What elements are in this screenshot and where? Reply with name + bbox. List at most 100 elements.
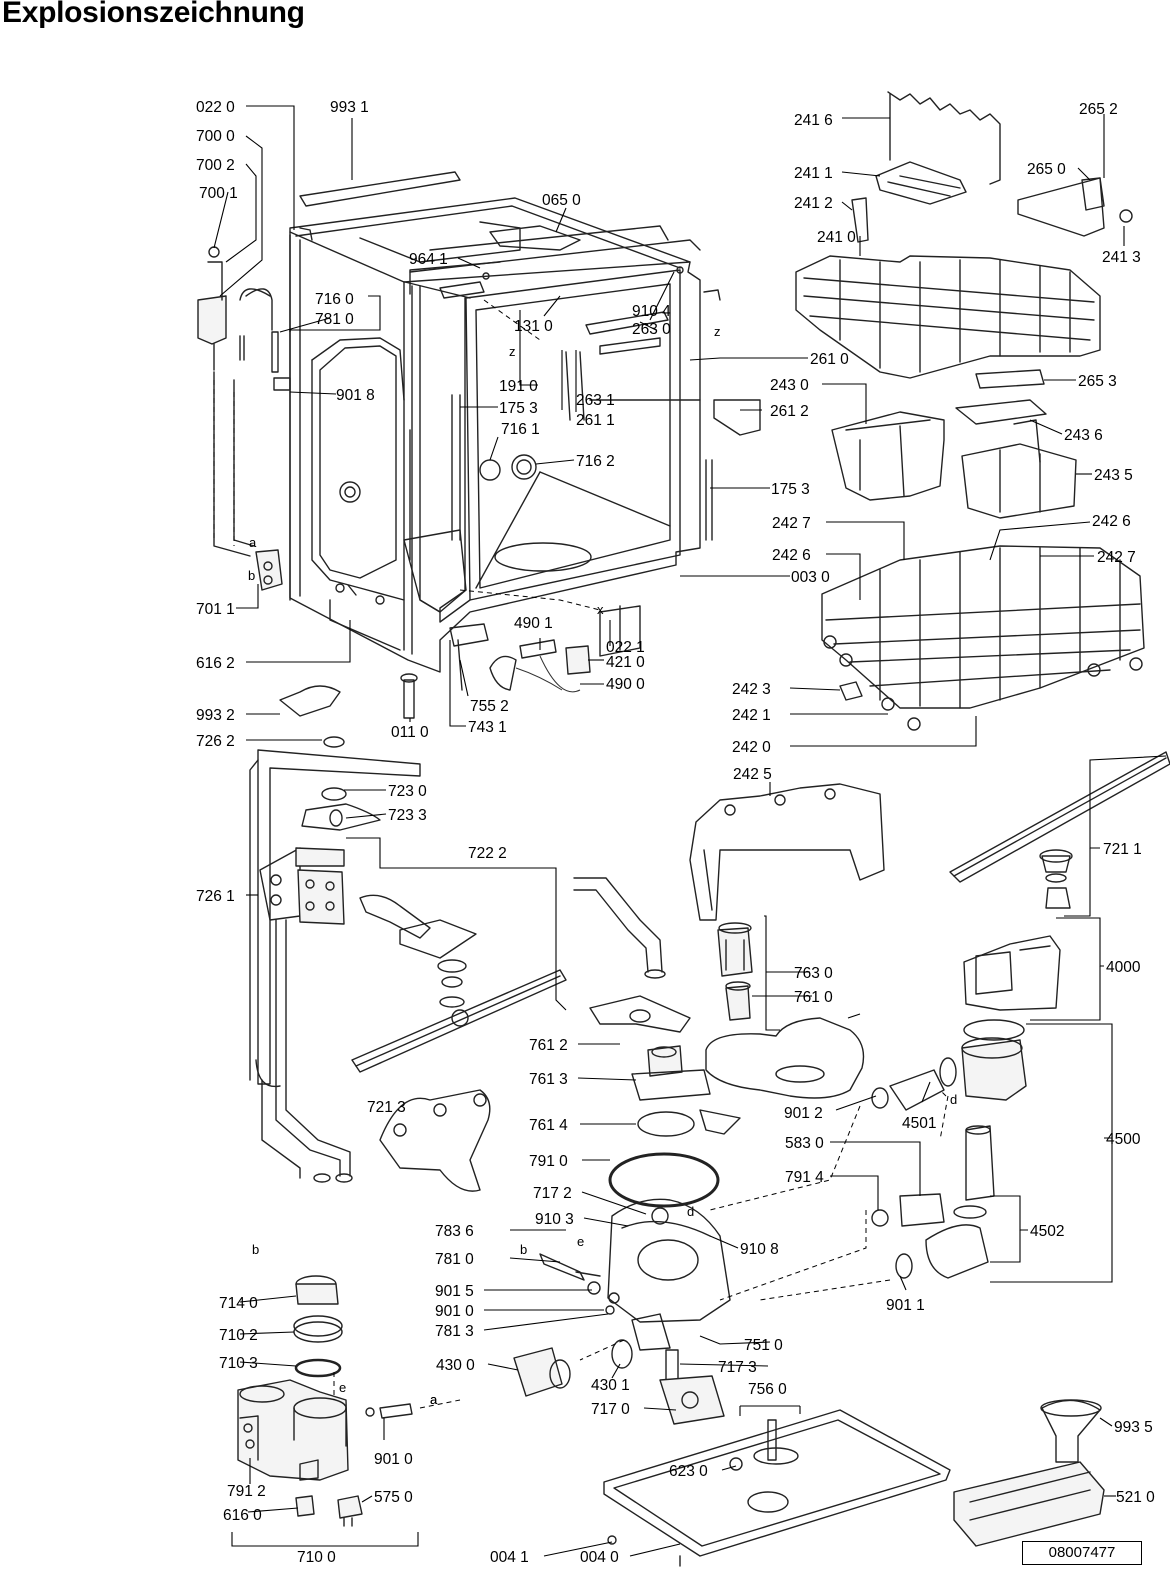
part-label-7612: 761 2: [529, 1037, 568, 1054]
part-label-4000: 4000: [1106, 959, 1141, 976]
connection-mark-d: d: [950, 1092, 957, 1107]
part-label-7912: 791 2: [227, 1483, 266, 1500]
part-label-7630: 763 0: [794, 965, 833, 982]
part-label-4900: 490 0: [606, 676, 645, 693]
part-label-6230: 623 0: [669, 1463, 708, 1480]
leader-lines: [213, 105, 1167, 1557]
part-label-2423: 242 3: [732, 681, 771, 698]
part-label-2650: 265 0: [1027, 161, 1066, 178]
part-label-7810: 781 0: [435, 1251, 474, 1268]
part-label-7162: 716 2: [576, 453, 615, 470]
part-label-2410: 241 0: [817, 229, 856, 246]
part-label-7002: 700 2: [196, 157, 235, 174]
part-label-9012: 901 2: [784, 1105, 823, 1122]
part-label-7211: 721 1: [1103, 841, 1142, 858]
part-label-7140: 714 0: [219, 1295, 258, 1312]
part-label-7011: 701 1: [196, 601, 235, 618]
part-label-7560: 756 0: [748, 1381, 787, 1398]
drawing-number: 08007477: [1022, 1541, 1142, 1565]
part-label-4502: 4502: [1030, 1223, 1064, 1240]
spray-arm-right: [949, 751, 1170, 909]
part-label-4500: 4500: [1106, 1131, 1141, 1148]
part-label-2416: 241 6: [794, 112, 833, 129]
part-label-7222: 722 2: [468, 845, 507, 862]
part-label-7614: 761 4: [529, 1117, 568, 1134]
part-label-7910: 791 0: [529, 1153, 568, 1170]
part-label-2436: 243 6: [1064, 427, 1103, 444]
part-label-0041: 004 1: [490, 1549, 529, 1566]
part-label-7160: 716 0: [315, 291, 354, 308]
part-label-9018: 901 8: [336, 387, 375, 404]
part-label-4501: 4501: [902, 1115, 936, 1132]
part-label-1910: 191 0: [499, 378, 538, 395]
part-label-2427: 242 7: [1097, 549, 1136, 566]
part-label-2610: 261 0: [810, 351, 849, 368]
part-label-7230: 723 0: [388, 783, 427, 800]
part-label-9935: 993 5: [1114, 1419, 1153, 1436]
part-label-2430: 243 0: [770, 377, 809, 394]
part-label-7173: 717 3: [718, 1359, 757, 1376]
part-label-7001: 700 1: [199, 185, 238, 202]
connection-mark-a: a: [430, 1392, 438, 1407]
part-label-0030: 003 0: [791, 569, 830, 586]
part-label-7552: 755 2: [470, 698, 509, 715]
part-label-7100: 710 0: [297, 1549, 336, 1566]
small-parts-middle: [279, 623, 591, 748]
part-label-2631: 263 1: [576, 392, 615, 409]
part-label-9931: 993 1: [330, 99, 369, 116]
part-label-7810: 781 0: [315, 311, 354, 328]
part-label-5750: 575 0: [374, 1489, 413, 1506]
upper-basket-parts: [795, 91, 1133, 519]
part-label-0110: 011 0: [391, 724, 429, 741]
part-label-5210: 521 0: [1116, 1489, 1155, 1506]
part-label-2425: 242 5: [733, 766, 772, 783]
part-label-6160: 616 0: [223, 1507, 262, 1524]
rack-rail: [689, 783, 885, 921]
part-label-6162: 616 2: [196, 655, 235, 672]
part-label-4210: 421 0: [606, 654, 645, 671]
spray-arm-center: [573, 877, 741, 1137]
part-label-2421: 242 1: [732, 707, 771, 724]
base-plate: [603, 1409, 951, 1567]
part-label-1753: 175 3: [771, 481, 810, 498]
part-label-0040: 004 0: [580, 1549, 619, 1566]
part-label-4301: 430 1: [591, 1377, 630, 1394]
connection-mark-a: a: [430, 1392, 438, 1407]
spray-arm-left: [249, 749, 567, 1192]
part-label-0650: 065 0: [542, 192, 581, 209]
filter-sump: [705, 922, 1061, 1279]
part-label-7161: 716 1: [501, 421, 540, 438]
part-label-7000: 700 0: [196, 128, 235, 145]
part-label-7431: 743 1: [468, 719, 507, 736]
connection-mark-a: a: [249, 535, 257, 550]
part-label-7262: 726 2: [196, 733, 235, 750]
part-label-2611: 261 1: [576, 412, 615, 429]
connection-lines: [213, 299, 949, 1409]
part-label-9011: 901 1: [886, 1297, 925, 1314]
part-label-2412: 241 2: [794, 195, 833, 212]
part-label-7103: 710 3: [219, 1355, 258, 1372]
part-label-9010: 901 0: [374, 1451, 413, 1468]
part-label-2630: 263 0: [632, 321, 671, 338]
part-label-9104: 910 4: [632, 303, 671, 320]
part-label-2413: 241 3: [1102, 249, 1141, 266]
connection-mark-z: z: [714, 324, 721, 339]
part-label-4300: 430 0: [436, 1357, 475, 1374]
part-label-7233: 723 3: [388, 807, 427, 824]
connection-mark-b: b: [248, 568, 255, 583]
connection-mark-d: d: [687, 1204, 694, 1219]
connection-mark-e: e: [577, 1234, 584, 1249]
control-strip: [953, 1461, 1105, 1547]
part-label-2411: 241 1: [794, 165, 833, 182]
part-label-9010: 901 0: [435, 1303, 474, 1320]
part-label-7213: 721 3: [367, 1099, 406, 1116]
part-label-7510: 751 0: [744, 1337, 783, 1354]
part-label-1310: 131 0: [514, 318, 553, 335]
connection-mark-x: x: [597, 602, 604, 617]
water-softener: [237, 1275, 413, 1527]
page-title: Explosionszeichnung: [2, 0, 305, 29]
part-label-4901: 490 1: [514, 615, 553, 632]
connection-mark-b: b: [252, 1242, 259, 1257]
